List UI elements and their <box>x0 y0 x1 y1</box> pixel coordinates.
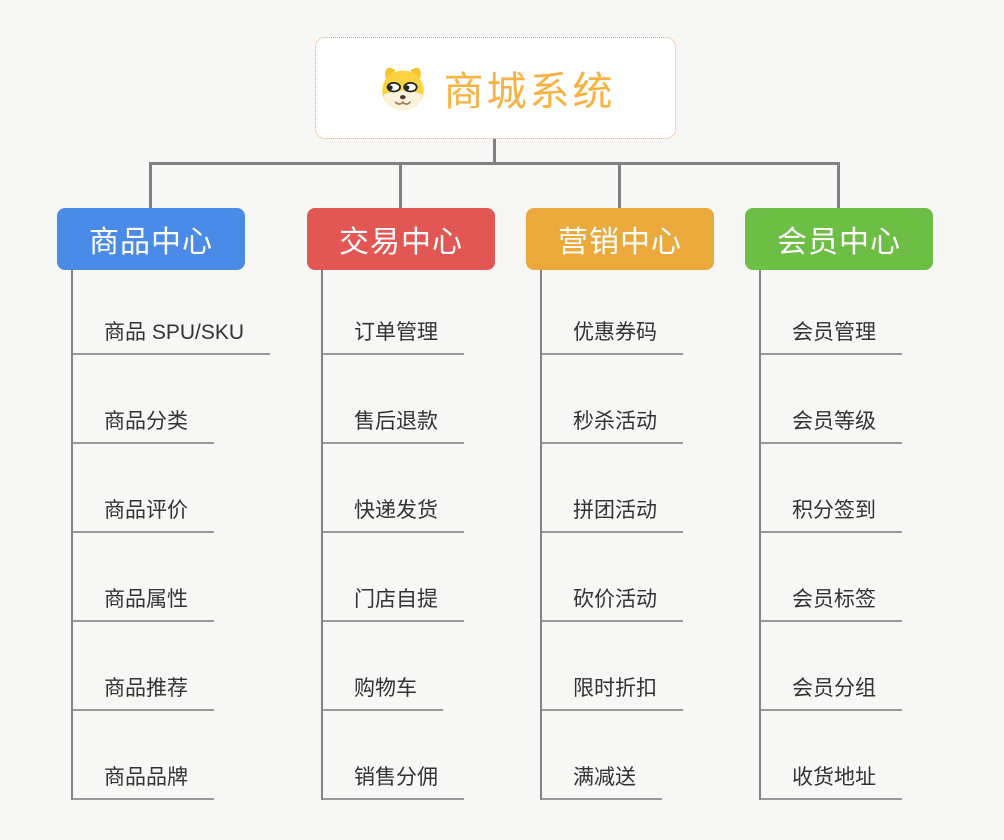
branch-label: 交易中心 <box>339 226 463 259</box>
leaf-node[interactable]: 会员等级 <box>759 405 902 444</box>
leaf-node[interactable]: 商品品牌 <box>71 761 214 800</box>
connector-horizontal <box>149 162 840 165</box>
leaf-node[interactable]: 会员分组 <box>759 672 902 711</box>
branch-label: 营销中心 <box>558 226 682 259</box>
leaf-node[interactable]: 商品 SPU/SKU <box>71 316 271 355</box>
branch-label: 商品中心 <box>89 226 213 259</box>
branch-node-trade[interactable]: 交易中心 <box>307 208 495 270</box>
root-title: 商城系统 <box>443 70 616 114</box>
leaf-node[interactable]: 收货地址 <box>759 761 902 800</box>
leaf-column-marketing: 优惠券码 秒杀活动 拼团活动 砍价活动 限时折扣 满减送 <box>540 266 775 800</box>
leaf-node[interactable]: 购物车 <box>321 672 443 711</box>
branch-node-marketing[interactable]: 营销中心 <box>526 208 714 270</box>
leaf-column-products: 商品 SPU/SKU 商品分类 商品评价 商品属性 商品推荐 商品品牌 <box>71 266 306 800</box>
leaf-column-members: 会员管理 会员等级 积分签到 会员标签 会员分组 收货地址 <box>759 266 994 800</box>
leaf-node[interactable]: 订单管理 <box>321 316 464 355</box>
leaf-node[interactable]: 会员标签 <box>759 583 902 622</box>
leaf-node[interactable]: 售后退款 <box>321 405 464 444</box>
leaf-column-trade: 订单管理 售后退款 快递发货 门店自提 购物车 销售分佣 <box>321 266 556 800</box>
leaf-node[interactable]: 销售分佣 <box>321 761 464 800</box>
leaf-node[interactable]: 积分签到 <box>759 494 902 533</box>
connector-stub-products <box>149 162 152 208</box>
leaf-node[interactable]: 砍价活动 <box>540 583 683 622</box>
leaf-node[interactable]: 满减送 <box>540 761 662 800</box>
leaf-node[interactable]: 会员管理 <box>759 316 902 355</box>
branch-node-products[interactable]: 商品中心 <box>57 208 245 270</box>
connector-stub-trade <box>399 162 402 208</box>
leaf-node[interactable]: 拼团活动 <box>540 494 683 533</box>
shiba-dog-icon <box>381 67 424 111</box>
leaf-node[interactable]: 商品属性 <box>71 583 214 622</box>
leaf-node[interactable]: 快递发货 <box>321 494 464 533</box>
leaf-node[interactable]: 优惠券码 <box>540 316 683 355</box>
branch-node-members[interactable]: 会员中心 <box>745 208 933 270</box>
branch-label: 会员中心 <box>777 226 901 259</box>
connector-stub-members <box>837 162 840 208</box>
connector-stub-marketing <box>618 162 621 208</box>
connector-root-stub <box>493 139 496 165</box>
leaf-node[interactable]: 门店自提 <box>321 583 464 622</box>
root-node[interactable]: 商城系统 <box>315 37 676 139</box>
leaf-node[interactable]: 限时折扣 <box>540 672 683 711</box>
leaf-node[interactable]: 商品推荐 <box>71 672 214 711</box>
leaf-node[interactable]: 商品分类 <box>71 405 214 444</box>
leaf-node[interactable]: 商品评价 <box>71 494 214 533</box>
leaf-node[interactable]: 秒杀活动 <box>540 405 683 444</box>
